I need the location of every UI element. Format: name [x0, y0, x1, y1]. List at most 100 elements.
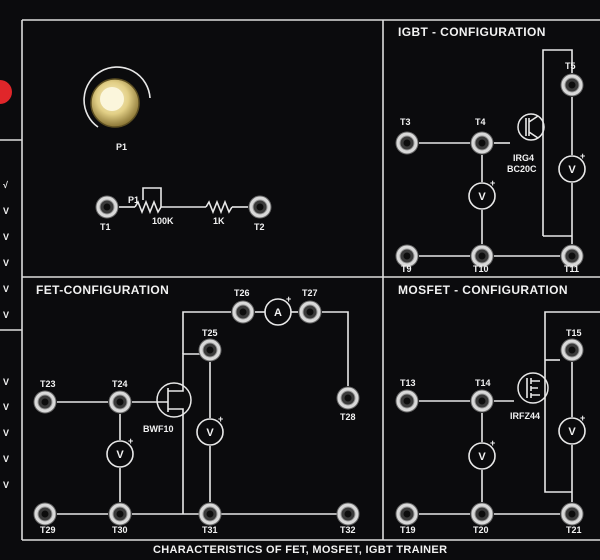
- left-edge-strip: √ V V V V V V V V V V: [0, 80, 12, 490]
- terminal-t2[interactable]: T2: [248, 195, 272, 232]
- voltmeter-mosfet-drain: V+: [558, 413, 586, 445]
- terminal-t1[interactable]: T1: [95, 195, 119, 232]
- terminal-t30[interactable]: T30: [108, 502, 132, 535]
- svg-text:+: +: [580, 413, 585, 423]
- voltmeter-fet-gate: V+: [106, 436, 134, 468]
- terminal-label: T14: [475, 378, 491, 388]
- svg-text:V: V: [3, 454, 9, 464]
- terminal-t13[interactable]: T13: [395, 378, 419, 413]
- terminal-t28[interactable]: T28: [336, 386, 360, 422]
- knob-cap: [100, 87, 124, 111]
- mosfet-section: MOSFET - CONFIGURATION IRFZ44: [398, 283, 600, 515]
- terminal-t9[interactable]: T9: [395, 244, 419, 274]
- terminal-t11[interactable]: T11: [560, 244, 584, 274]
- terminal-label: T20: [473, 525, 489, 535]
- igbt-title: IGBT - CONFIGURATION: [398, 25, 546, 39]
- resistor-1k-label: 1K: [213, 216, 225, 226]
- terminal-t31[interactable]: T31: [198, 502, 222, 535]
- terminal-label: T15: [566, 328, 582, 338]
- terminal-label: T29: [40, 525, 56, 535]
- terminal-label: T30: [112, 525, 128, 535]
- ammeter-fet-drain: A+: [264, 294, 292, 326]
- terminal-label: T5: [565, 61, 576, 71]
- svg-text:V: V: [3, 206, 9, 216]
- terminal-t25[interactable]: T25: [198, 328, 222, 362]
- fet-device-name: BWF10: [143, 424, 174, 434]
- terminal-label: T19: [400, 525, 416, 535]
- terminal-t20[interactable]: T20: [470, 502, 494, 535]
- voltmeter-igbt-gate: V+: [468, 178, 496, 210]
- terminal-label: T32: [340, 525, 356, 535]
- mosfet-device-name: IRFZ44: [510, 411, 540, 421]
- svg-text:+: +: [490, 438, 495, 448]
- fet-symbol: [156, 382, 192, 418]
- mosfet-symbol: [517, 372, 549, 404]
- terminal-label: T1: [100, 222, 111, 232]
- svg-text:+: +: [580, 151, 585, 161]
- igbt-symbol: [517, 113, 545, 141]
- svg-text:V: V: [3, 428, 9, 438]
- terminal-t19[interactable]: T19: [395, 502, 419, 535]
- terminal-label: T21: [566, 525, 582, 535]
- terminal-label: T10: [473, 264, 489, 274]
- igbt-section: IGBT - CONFIGURATION IRG4 BC20C: [398, 25, 573, 257]
- knob-label: P1: [116, 142, 127, 152]
- svg-text:V: V: [568, 426, 576, 438]
- terminal-t5[interactable]: T5: [560, 61, 584, 97]
- terminal-label: T31: [202, 525, 218, 535]
- terminal-t29[interactable]: T29: [33, 502, 57, 535]
- terminal-t15[interactable]: T15: [560, 328, 584, 362]
- knob-scale-arc: [83, 66, 151, 128]
- terminal-t14[interactable]: T14: [470, 378, 494, 413]
- svg-text:A: A: [274, 307, 282, 319]
- terminal-label: T3: [400, 117, 411, 127]
- svg-text:V: V: [3, 310, 9, 320]
- terminal-label: T24: [112, 379, 128, 389]
- terminal-label: T28: [340, 412, 356, 422]
- svg-text:+: +: [218, 414, 223, 424]
- terminal-t4[interactable]: T4: [470, 117, 494, 155]
- svg-text:V: V: [3, 258, 9, 268]
- terminal-t21[interactable]: T21: [560, 502, 584, 535]
- terminal-label: T4: [475, 117, 486, 127]
- terminal-t32[interactable]: T32: [336, 502, 360, 535]
- terminal-t10[interactable]: T10: [470, 244, 494, 274]
- svg-text:V: V: [568, 164, 576, 176]
- resistor-100k-label: 100K: [152, 216, 174, 226]
- terminal-t27[interactable]: T27: [298, 288, 322, 324]
- svg-text:+: +: [286, 294, 291, 304]
- igbt-device-name: IRG4: [513, 153, 534, 163]
- svg-text:V: V: [3, 377, 9, 387]
- meter-layer: V+V+V+V+A+V+V+: [106, 151, 586, 470]
- svg-text:V: V: [3, 480, 9, 490]
- voltmeter-mosfet-gate: V+: [468, 438, 496, 470]
- terminal-t3[interactable]: T3: [395, 117, 419, 155]
- terminal-label: T13: [400, 378, 416, 388]
- terminal-label: T26: [234, 288, 250, 298]
- pot-section: P1 P1 100K 1K: [83, 66, 248, 226]
- svg-text:V: V: [206, 427, 214, 439]
- fet-title: FET-CONFIGURATION: [36, 283, 169, 297]
- svg-text:V: V: [3, 402, 9, 412]
- svg-text:V: V: [478, 191, 486, 203]
- terminal-label: T27: [302, 288, 318, 298]
- terminal-t24[interactable]: T24: [108, 379, 132, 414]
- svg-text:√: √: [3, 180, 8, 190]
- svg-text:V: V: [3, 284, 9, 294]
- red-indicator-lamp[interactable]: [0, 80, 12, 104]
- fet-section: FET-CONFIGURATION BWF10: [36, 283, 349, 515]
- terminal-label: T9: [401, 264, 412, 274]
- terminal-t23[interactable]: T23: [33, 379, 57, 414]
- igbt-device-part: BC20C: [507, 164, 537, 174]
- terminal-label: T23: [40, 379, 56, 389]
- terminal-label: T11: [564, 264, 579, 274]
- terminal-label: T2: [254, 222, 265, 232]
- terminal-t26[interactable]: T26: [231, 288, 255, 324]
- svg-text:+: +: [128, 436, 133, 446]
- voltmeter-fet-drain: V+: [196, 414, 224, 446]
- svg-text:V: V: [478, 451, 486, 463]
- svg-text:+: +: [490, 178, 495, 188]
